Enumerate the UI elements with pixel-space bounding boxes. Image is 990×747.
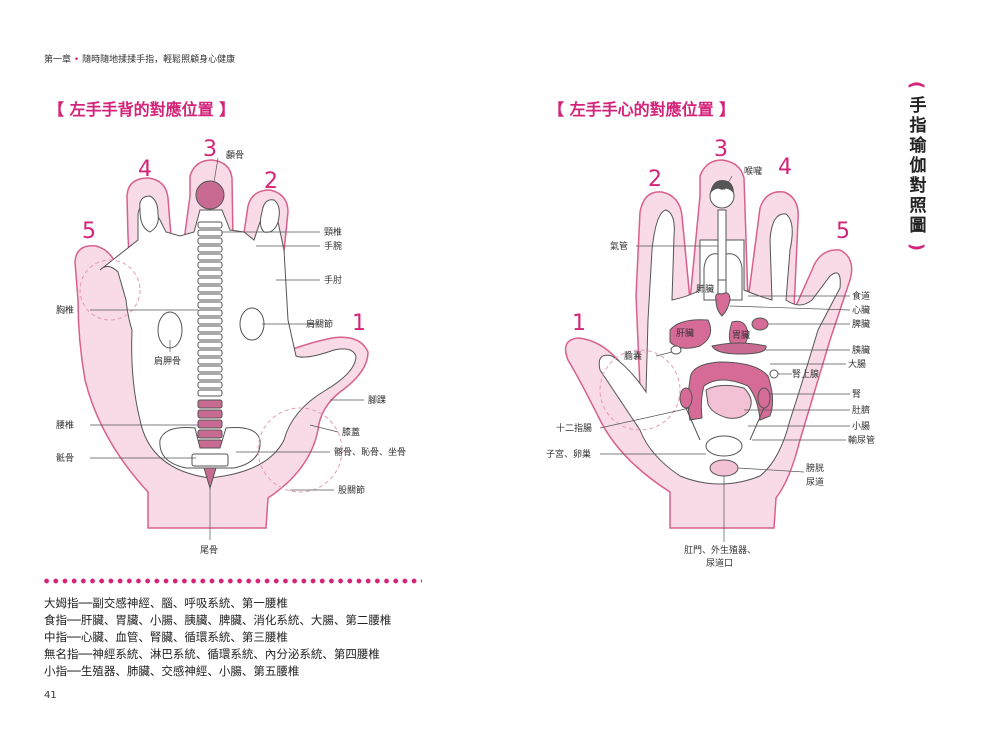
gallbladder-mark bbox=[670, 345, 682, 355]
right-finger-1: 1 bbox=[572, 311, 586, 336]
label-adrenal: 腎上腺 bbox=[792, 368, 819, 380]
label-heart: 心臟 bbox=[852, 304, 870, 316]
left-arm-hand bbox=[139, 195, 159, 233]
label-wrist: 手腕 bbox=[324, 240, 342, 252]
uterus-mark bbox=[705, 435, 743, 457]
spine bbox=[197, 221, 223, 449]
list-item: 食指──肝臟、胃臟、小腸、胰臟、脾臟、消化系統、大腸、第二腰椎 bbox=[44, 613, 392, 627]
label-hip-bones: 髂骨、恥骨、坐骨 bbox=[334, 446, 406, 458]
label-scapula: 肩胛骨 bbox=[154, 355, 181, 367]
label-esophagus: 食道 bbox=[852, 290, 870, 302]
left-finger-2: 2 bbox=[264, 169, 278, 194]
label-duodenum: 十二指腸 bbox=[556, 422, 592, 434]
right-hand-figure: 喉嚨 氣管 肺臟 食道 心臟 脾臟 肝臟 胃臟 胰臟 膽囊 大腸 腎上腺 腎 肚… bbox=[546, 137, 875, 569]
bullet-dot: • bbox=[73, 55, 80, 65]
left-finger-1: 1 bbox=[352, 311, 366, 336]
label-uterus: 子宮、卵巢 bbox=[546, 448, 591, 460]
list-item: 小指──生殖器、肺臟、交感神經、小腸、第五腰椎 bbox=[44, 664, 300, 678]
palm-title: 【 左手手心的對應位置 】 bbox=[548, 100, 736, 119]
label-ureter: 輸尿管 bbox=[848, 434, 875, 446]
label-liver: 肝臟 bbox=[676, 327, 694, 339]
sacrum-mark bbox=[191, 453, 229, 467]
label-small-intestine: 小腸 bbox=[852, 421, 870, 432]
label-navel: 肚臍 bbox=[852, 404, 870, 416]
finger-correspondence-list: 大姆指──副交感神經、腦、呼吸系統、第一腰椎 食指──肝臟、胃臟、小腸、胰臟、脾… bbox=[44, 595, 391, 680]
right-leader-lines bbox=[599, 175, 851, 542]
dotted-divider bbox=[42, 577, 422, 585]
right-finger-4: 4 bbox=[778, 155, 792, 180]
kidney-right-mark bbox=[757, 387, 771, 409]
list-item: 中指──心臟、血管、腎臟、循環系統、第三腰椎 bbox=[44, 630, 288, 644]
trachea-mark bbox=[717, 209, 727, 281]
left-finger-5: 5 bbox=[82, 219, 96, 244]
kidney-left-mark bbox=[679, 387, 693, 409]
lungs-mark bbox=[703, 253, 743, 301]
left-hand-figure: 顱骨 頸椎 手腕 手肘 肩關節 胸椎 肩胛骨 腳踝 膝蓋 腰椎 髂骨、恥骨、坐骨… bbox=[56, 137, 406, 556]
label-sacrum: 骶骨 bbox=[56, 453, 74, 464]
skull-mark bbox=[195, 180, 225, 210]
right-finger-2: 2 bbox=[648, 167, 662, 192]
chapter-label: 第一章 bbox=[44, 55, 72, 65]
list-item: 大姆指──副交感神經、腦、呼吸系統、第一腰椎 bbox=[44, 596, 288, 610]
label-knee: 膝蓋 bbox=[342, 426, 360, 438]
bladder-mark bbox=[709, 459, 739, 477]
pancreas-mark bbox=[711, 342, 767, 355]
heart-mark bbox=[715, 292, 731, 317]
label-kidney: 腎 bbox=[852, 389, 861, 400]
label-urethra: 尿道 bbox=[806, 476, 824, 488]
large-intestine-mark bbox=[687, 361, 774, 421]
back-of-hand-title: 【 左手手背的對應位置 】 bbox=[48, 100, 236, 119]
left-leader-lines bbox=[90, 157, 364, 540]
label-chest: 胸椎 bbox=[56, 304, 74, 316]
adrenal-mark bbox=[769, 369, 779, 379]
label-bladder: 膀胱 bbox=[806, 462, 824, 474]
label-ankle: 腳踝 bbox=[368, 395, 386, 406]
label-neck: 頸椎 bbox=[324, 226, 342, 238]
label-large-intestine: 大腸 bbox=[848, 358, 866, 370]
shoulder-circle bbox=[79, 259, 141, 321]
hip-joint-circle bbox=[257, 407, 343, 493]
right-finger-3: 3 bbox=[714, 137, 728, 162]
spleen-mark bbox=[751, 317, 769, 331]
right-finger-5: 5 bbox=[836, 219, 850, 244]
side-tab: ( 手指瑜伽對照圖 ) bbox=[903, 76, 929, 251]
coccyx-mark bbox=[203, 467, 217, 490]
right-scapula bbox=[239, 307, 265, 341]
palm-joint-circle bbox=[599, 349, 681, 431]
label-gallbladder: 膽囊 bbox=[624, 350, 642, 362]
label-lungs: 肺臟 bbox=[696, 283, 714, 295]
label-trachea: 氣管 bbox=[610, 240, 628, 252]
ureter-mark bbox=[685, 407, 765, 441]
right-arm-hand bbox=[259, 199, 280, 233]
label-lumbar: 腰椎 bbox=[56, 419, 74, 431]
left-finger-4: 4 bbox=[138, 157, 152, 182]
label-coccyx: 尾骨 bbox=[200, 545, 218, 556]
label-spleen: 脾臟 bbox=[852, 318, 870, 330]
label-hip-joint: 股關節 bbox=[338, 484, 365, 496]
chapter-header: 第一章 • 隨時隨地揉揉手指，輕鬆照顧身心健康 bbox=[44, 52, 235, 65]
label-stomach: 胃臟 bbox=[732, 329, 750, 341]
left-finger-3: 3 bbox=[203, 137, 217, 162]
chapter-subtitle: 隨時隨地揉揉手指，輕鬆照顧身心健康 bbox=[82, 55, 236, 65]
small-intestine-mark bbox=[705, 384, 752, 419]
label-anus: 肛門、外生殖器、 bbox=[684, 544, 756, 556]
label-skull: 顱骨 bbox=[226, 149, 244, 161]
label-urethral-opening: 尿道口 bbox=[706, 557, 733, 569]
label-shoulder: 肩關節 bbox=[306, 318, 333, 330]
label-pancreas: 胰臟 bbox=[852, 344, 870, 356]
label-throat: 喉嚨 bbox=[744, 165, 762, 177]
page-number: 41 bbox=[44, 690, 57, 701]
label-elbow: 手肘 bbox=[324, 274, 342, 286]
side-tab-text: 手指瑜伽對照圖 bbox=[905, 96, 926, 236]
list-item: 無名指──神經系統、淋巴系統、循環系統、內分泌系統、第四腰椎 bbox=[44, 647, 380, 661]
